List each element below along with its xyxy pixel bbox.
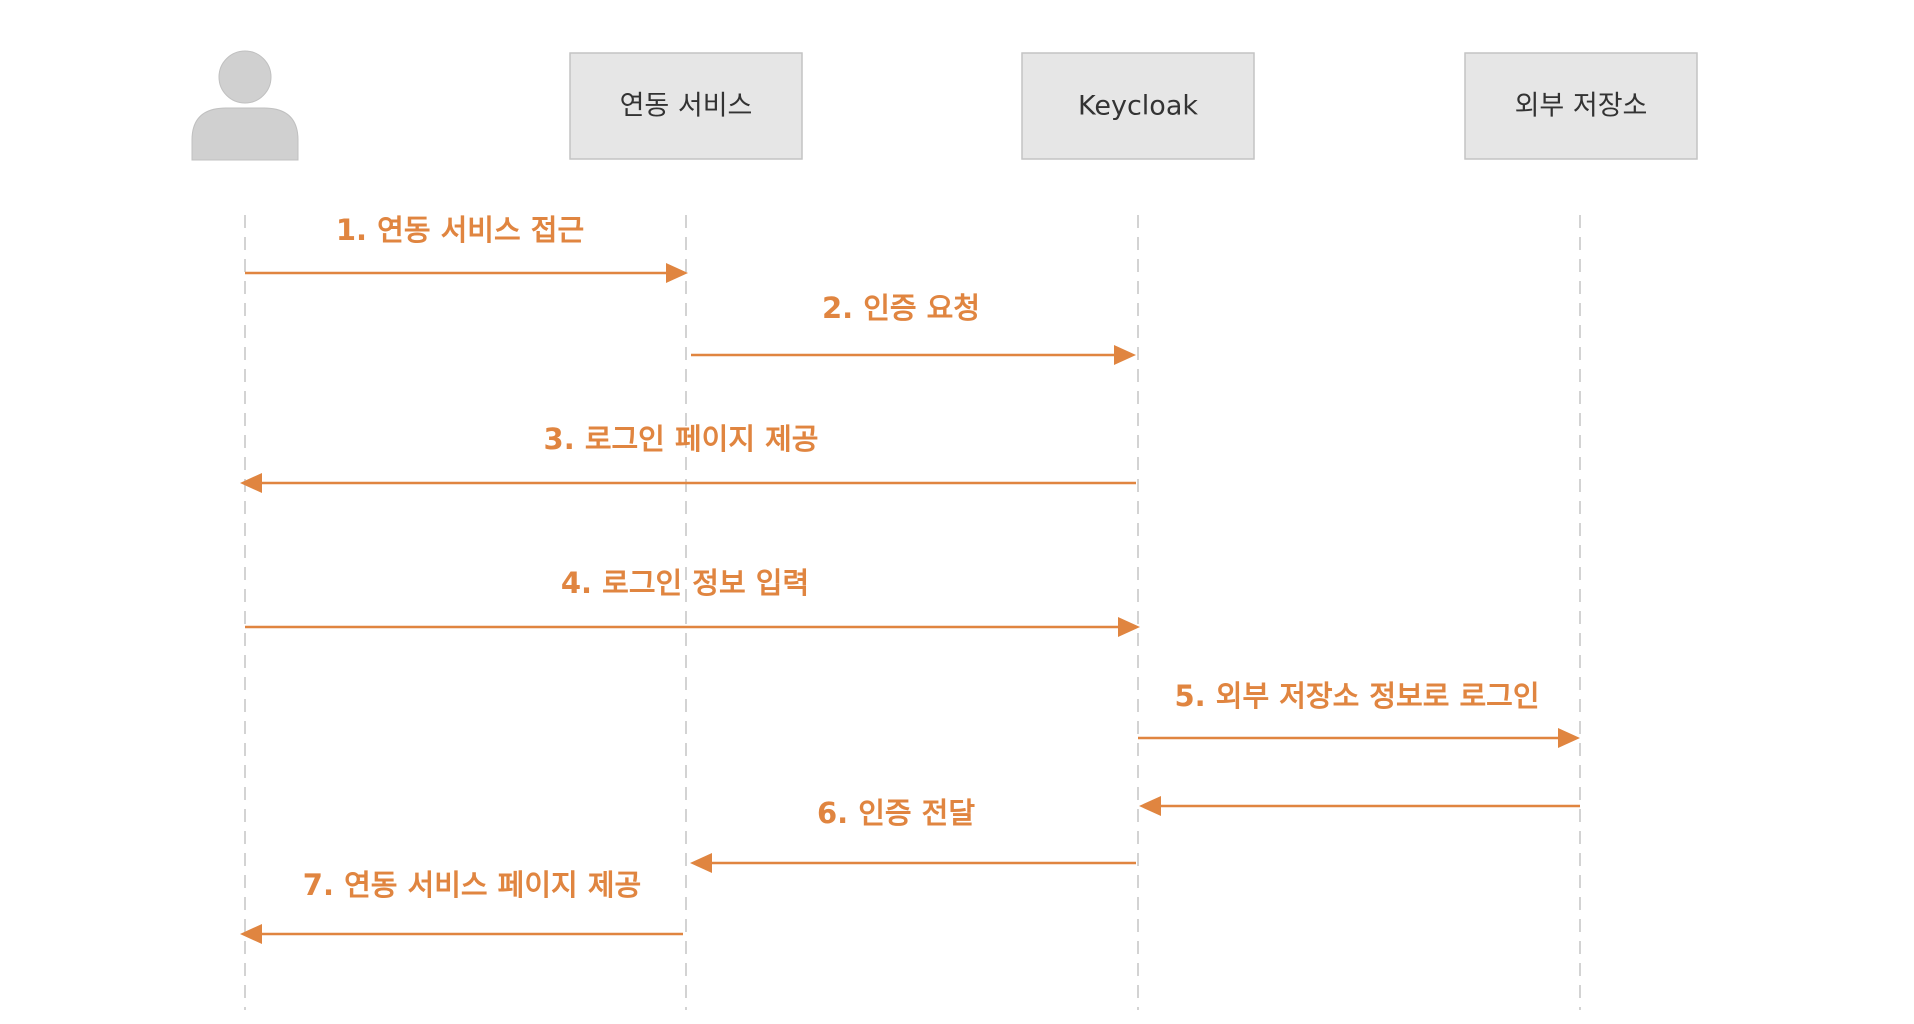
message-label: 5. 외부 저장소 정보로 로그인 <box>1174 679 1539 713</box>
message-2: 2. 인증 요청 <box>691 291 1136 365</box>
arrowhead-right-icon <box>1118 617 1140 637</box>
message-5-return <box>1139 796 1580 816</box>
lifelines <box>244 215 1581 1010</box>
arrowhead-left-icon <box>1139 796 1161 816</box>
participant-box <box>1021 52 1255 160</box>
arrowhead-right-icon <box>1114 345 1136 365</box>
participant-label: 외부 저장소 <box>1515 91 1648 122</box>
user-icon <box>191 50 299 161</box>
message-label: 3. 로그인 페이지 제공 <box>544 422 819 456</box>
message-label: 2. 인증 요청 <box>822 291 980 325</box>
message-4: 4. 로그인 정보 입력 <box>245 566 1140 637</box>
participant-label: 연동 서비스 <box>620 91 753 122</box>
message-5: 5. 외부 저장소 정보로 로그인 <box>1138 679 1580 748</box>
message-label: 1. 연동 서비스 접근 <box>336 213 584 247</box>
message-label: 6. 인증 전달 <box>817 796 975 830</box>
participant-box <box>569 52 803 160</box>
message-6: 6. 인증 전달 <box>690 796 1136 873</box>
participant-service: 연동 서비스 <box>569 52 803 160</box>
arrowhead-left-icon <box>240 473 262 493</box>
participant-box <box>1464 52 1698 160</box>
participant-storage: 외부 저장소 <box>1464 52 1698 160</box>
message-label: 4. 로그인 정보 입력 <box>561 566 809 600</box>
participant-label: Keycloak <box>1078 91 1198 122</box>
arrowhead-left-icon <box>240 924 262 944</box>
participant-keycloak: Keycloak <box>1021 52 1255 160</box>
arrowhead-right-icon <box>666 263 688 283</box>
arrowhead-left-icon <box>690 853 712 873</box>
arrowhead-right-icon <box>1558 728 1580 748</box>
message-3: 3. 로그인 페이지 제공 <box>240 422 1136 493</box>
message-label: 7. 연동 서비스 페이지 제공 <box>303 868 641 902</box>
message-1: 1. 연동 서비스 접근 <box>245 213 688 283</box>
message-7: 7. 연동 서비스 페이지 제공 <box>240 868 683 944</box>
